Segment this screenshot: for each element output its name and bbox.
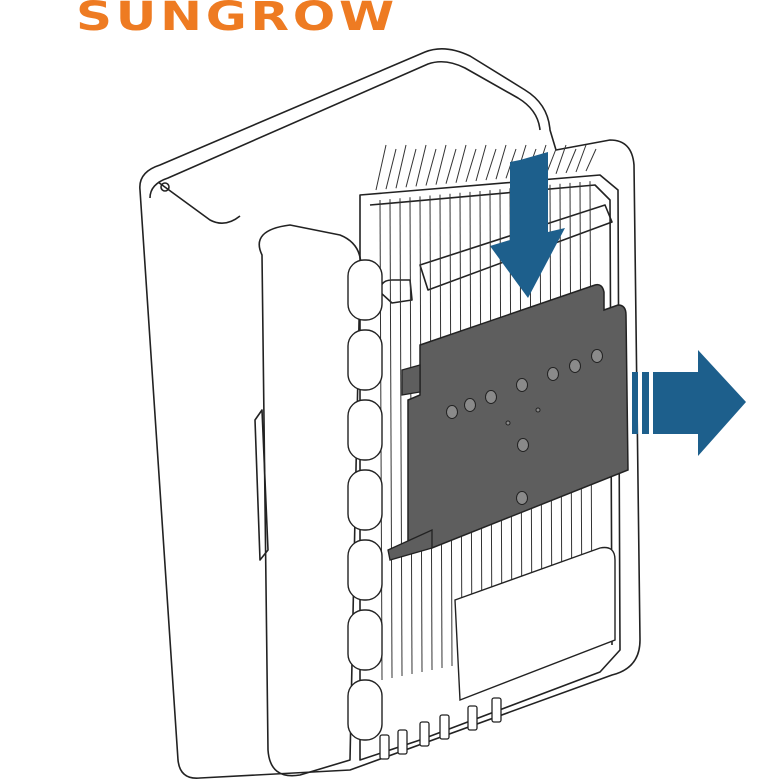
fin-top <box>575 144 587 173</box>
fin-top <box>465 148 477 183</box>
connector <box>467 705 478 731</box>
pipe <box>347 469 383 531</box>
bracket-hole <box>517 438 529 452</box>
fin-top <box>585 148 597 172</box>
fin-top <box>405 148 417 188</box>
arrow-right <box>632 350 746 456</box>
fin-top <box>495 144 507 180</box>
bracket-hole <box>516 378 528 392</box>
fin-top <box>455 144 467 183</box>
fin-top <box>565 148 577 174</box>
fin-top <box>555 144 567 174</box>
pipe <box>347 539 383 601</box>
fin-top <box>375 144 387 191</box>
fin-top <box>395 144 407 189</box>
inverter-housing <box>139 48 641 779</box>
bracket-pin-hole <box>535 407 541 413</box>
connector <box>379 734 390 760</box>
fin-top <box>435 144 447 185</box>
fin-top <box>475 144 487 182</box>
bracket-pin-hole <box>505 420 511 426</box>
connector <box>419 721 430 747</box>
side-cover <box>258 224 362 777</box>
fin <box>399 198 403 677</box>
bracket-hole <box>591 349 603 363</box>
pipe <box>347 399 383 461</box>
bracket-hole <box>547 367 559 381</box>
fin-top <box>485 148 497 181</box>
fin-top <box>425 148 437 186</box>
fin-top <box>415 144 427 187</box>
bracket-hole <box>464 398 476 412</box>
sungrow-logo: SUNGROW <box>76 0 398 40</box>
pipe <box>347 329 383 391</box>
heatsink <box>359 174 621 761</box>
fin-top <box>385 148 397 190</box>
bracket-hole <box>516 491 528 505</box>
connectors <box>379 697 502 760</box>
bracket-hole <box>569 359 581 373</box>
arrow-down <box>490 152 565 298</box>
pipe <box>347 609 383 671</box>
pipe <box>347 259 383 321</box>
pipe <box>347 679 383 741</box>
connector <box>397 729 408 755</box>
bracket-hole <box>485 390 497 404</box>
connector <box>491 697 502 723</box>
fin <box>389 199 393 679</box>
heatsink-pipes <box>347 259 383 741</box>
mounting-bracket <box>387 283 629 561</box>
fin-top <box>445 148 457 184</box>
connector <box>439 714 450 740</box>
bracket-hole <box>446 405 458 419</box>
